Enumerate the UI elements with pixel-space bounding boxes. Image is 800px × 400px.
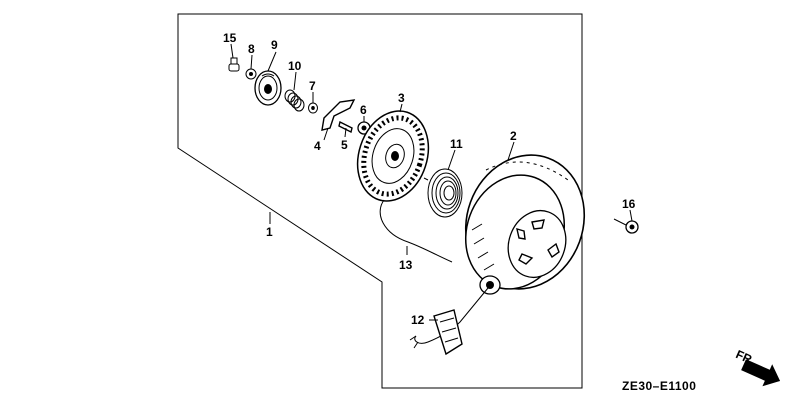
part-11-recoil-spring (423, 168, 463, 218)
part-16-bolt (613, 218, 639, 234)
callout-8: 8 (248, 42, 255, 56)
part-3-reel (356, 110, 430, 202)
part-2-starter-case (464, 154, 586, 295)
part-9-friction-plate (254, 70, 282, 106)
callout-9: 9 (271, 38, 278, 52)
callout-2: 2 (510, 129, 517, 143)
callout-4: 4 (314, 139, 321, 153)
front-direction-arrow (741, 359, 781, 387)
part-4-ratchet-pawl (321, 99, 356, 131)
part-7-washer (308, 102, 318, 114)
diagram-code: ZE30–E1100 (622, 379, 696, 393)
callout-labels: 15 8 9 10 7 3 6 5 4 11 2 16 1 13 12 (223, 31, 636, 327)
callout-13: 13 (399, 258, 413, 272)
callout-7: 7 (309, 79, 316, 93)
part-12-handle (409, 309, 463, 356)
callout-1: 1 (266, 225, 273, 239)
callout-16: 16 (622, 197, 636, 211)
callout-6: 6 (360, 103, 367, 117)
part-5-pin (338, 120, 353, 134)
leader-lines (230, 43, 633, 321)
part-10-spring (284, 89, 305, 112)
callout-10: 10 (288, 59, 302, 73)
callout-5: 5 (341, 138, 348, 152)
callout-15: 15 (223, 31, 237, 45)
assembly-boundary (177, 13, 583, 389)
callout-12: 12 (411, 313, 425, 327)
part-8-washer (245, 68, 257, 80)
callout-11: 11 (450, 137, 463, 151)
part-15-bolt (228, 57, 240, 72)
callout-3: 3 (398, 91, 405, 105)
